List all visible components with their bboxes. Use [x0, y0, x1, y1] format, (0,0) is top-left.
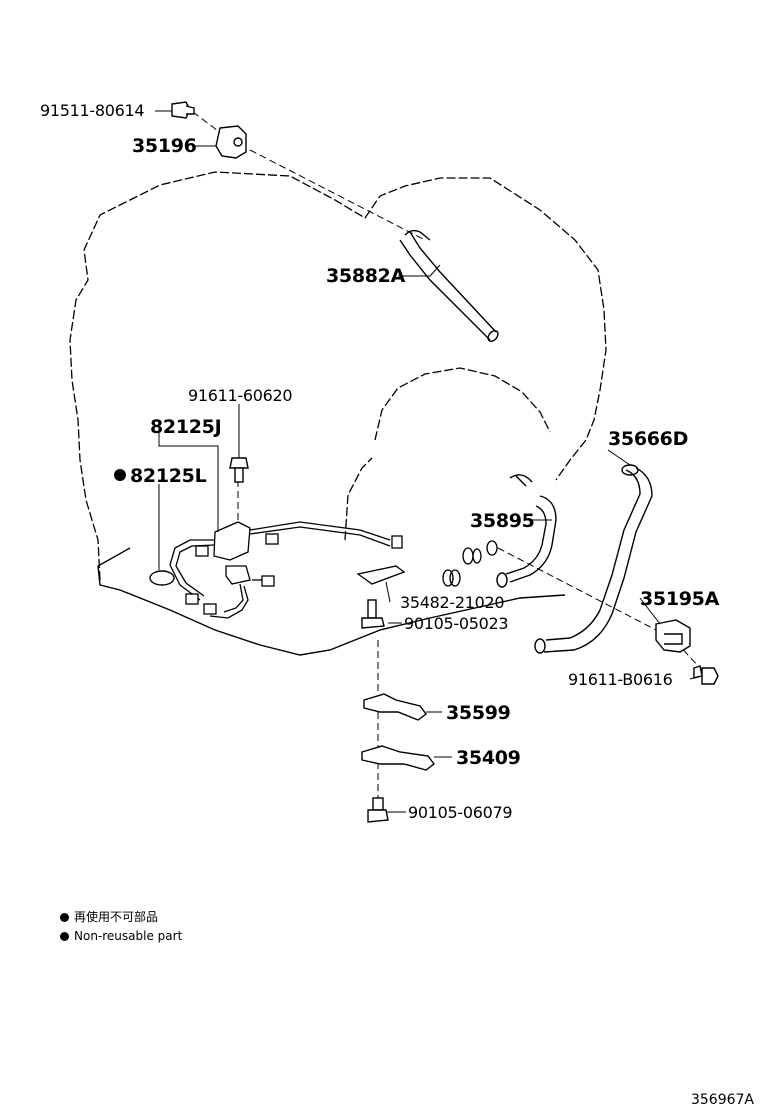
transmission-case-outline [69, 171, 607, 581]
o-ring-82125l-icon [149, 570, 175, 586]
hose-35882a-icon [399, 229, 499, 342]
stud-91611-60620-icon [229, 457, 249, 483]
plate-35482-21020-icon [356, 565, 406, 585]
label-35666d: 35666D [608, 428, 688, 450]
label-35195a: 35195A [640, 588, 720, 610]
hose-35895-icon [496, 474, 557, 588]
label-35409: 35409 [456, 747, 521, 769]
label-90105-05023: 90105-05023 [404, 614, 508, 633]
bracket-35409-icon [361, 745, 435, 771]
bolt-91611-b0616-icon [693, 665, 719, 685]
hose-35666d-icon [534, 464, 653, 654]
clamp-35196-icon [215, 125, 247, 159]
legend-text-japanese: 再使用不可部品 [74, 910, 159, 924]
label-90105-06079: 90105-06079 [408, 803, 512, 822]
legend-line-japanese: 再使用不可部品 [60, 910, 158, 925]
clamp-35195a-icon [655, 619, 691, 653]
legend-line-english: Non-reusable part [60, 929, 182, 944]
label-91611-b0616: 91611-B0616 [568, 670, 673, 689]
label-35482-21020: 35482-21020 [400, 593, 504, 612]
non-reusable-dot-icon [114, 469, 126, 481]
bolt-90105-05023-icon [361, 599, 385, 629]
label-35599: 35599 [446, 702, 511, 724]
seal-rings-icon [442, 540, 498, 587]
label-91611-60620: 91611-60620 [188, 386, 292, 405]
diagram-reference-code: 356967A [690, 1092, 754, 1108]
legend-dot-icon [60, 913, 69, 922]
label-35895: 35895 [470, 510, 535, 532]
label-82125j: 82125J [150, 416, 221, 438]
bolt-91511-80614-icon [171, 101, 195, 119]
callout-lines [155, 110, 701, 813]
bolt-90105-06079-icon [367, 797, 389, 823]
assembly-leader-lines [192, 111, 701, 800]
label-35882a: 35882A [326, 265, 406, 287]
label-35196: 35196 [132, 135, 197, 157]
legend-dot-icon [60, 932, 69, 941]
label-82125l: 82125L [130, 465, 207, 487]
label-91511-80614: 91511-80614 [40, 101, 144, 120]
legend-text-english: Non-reusable part [74, 929, 183, 943]
transmission-pan-outline [97, 547, 566, 656]
wire-harness-82125j-icon [169, 521, 403, 619]
bracket-35599-icon [363, 693, 427, 721]
